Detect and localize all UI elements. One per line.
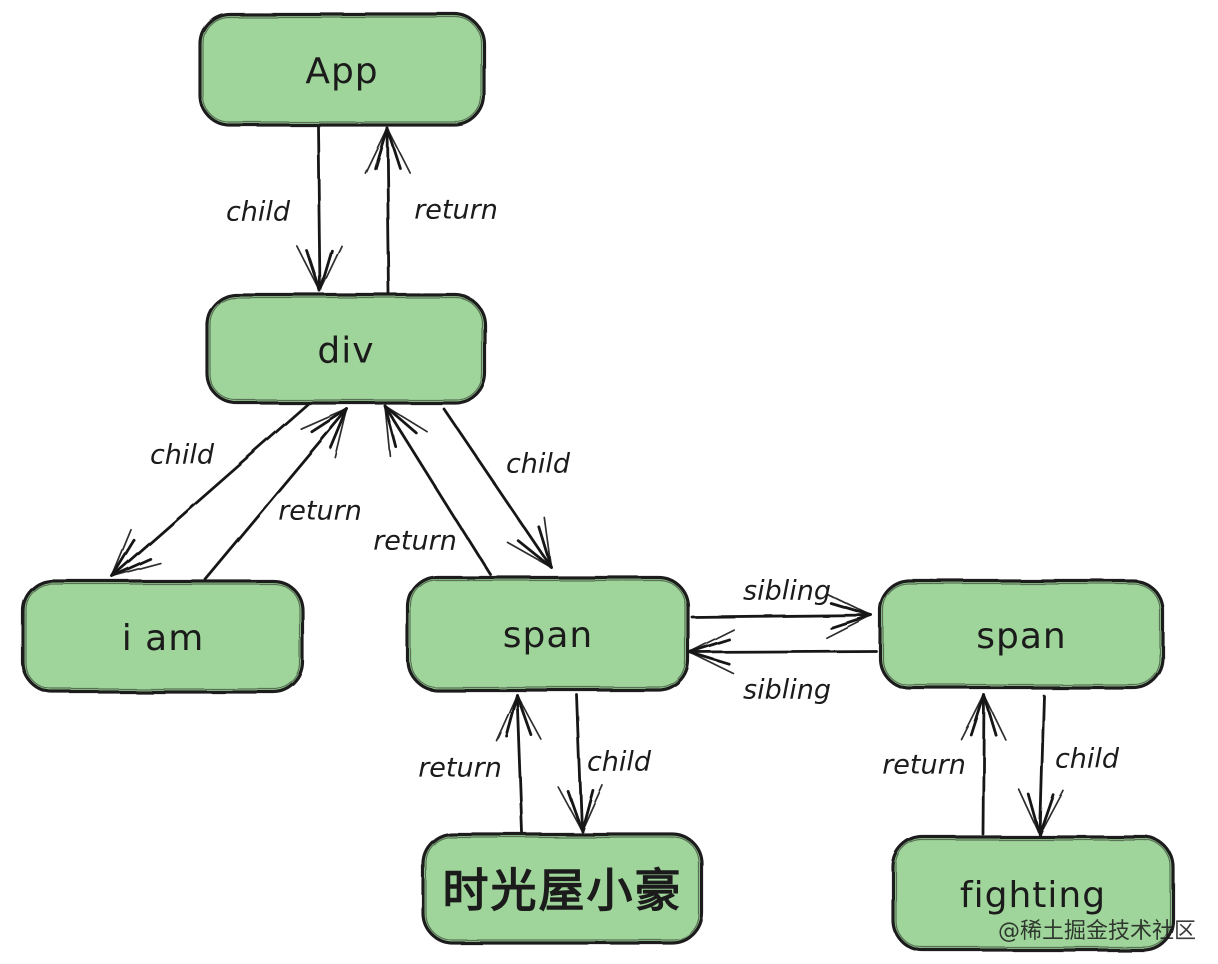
node-app xyxy=(198,12,486,127)
node-label-span-right: span xyxy=(976,616,1066,657)
edge-label-sibling-6: sibling xyxy=(743,576,831,607)
edge-label-return-8: return xyxy=(418,753,502,784)
edge-label-child-9: child xyxy=(587,747,652,778)
node-fighting xyxy=(891,835,1175,952)
edge-label-return-1: return xyxy=(414,195,498,226)
labels-layer: App div i am span span 时光屋小豪 fighting child retu… xyxy=(122,51,1120,918)
edge-app-child-div xyxy=(296,125,343,293)
edge-label-sibling-7: sibling xyxy=(743,675,831,706)
edge-span-right-child-fighting xyxy=(1018,694,1065,837)
node-span-right xyxy=(878,579,1165,690)
edge-span-left-child-shiguangwu xyxy=(557,693,604,833)
edge-i-am-return-div xyxy=(203,407,349,581)
edge-div-child-span-left xyxy=(442,407,553,569)
edge-span-right-sibling-span-left xyxy=(687,628,878,675)
node-label-div: div xyxy=(317,331,374,372)
node-label-fighting: fighting xyxy=(960,875,1106,916)
edge-span-left-return-div xyxy=(383,404,492,576)
node-label-app: App xyxy=(305,51,378,92)
watermark-text: @稀土掘金技术社区 xyxy=(998,919,1196,944)
edge-label-child-4: child xyxy=(506,449,571,480)
node-label-i-am: i am xyxy=(122,618,205,659)
node-span-left xyxy=(406,575,690,692)
edge-span-left-sibling-span-right xyxy=(690,592,873,639)
shapes-layer xyxy=(21,12,1175,952)
edge-label-return-10: return xyxy=(882,750,966,781)
edge-div-child-i-am xyxy=(110,402,310,578)
edge-label-return-5: return xyxy=(373,526,457,557)
node-i-am xyxy=(21,579,305,694)
edge-label-child-11: child xyxy=(1055,744,1120,775)
edge-div-return-app xyxy=(364,126,411,295)
node-div xyxy=(205,293,487,405)
edge-label-child-0: child xyxy=(226,197,291,228)
node-shiguangwu xyxy=(421,832,704,945)
edge-label-return-3: return xyxy=(278,496,362,527)
node-label-shiguangwu: 时光屋小豪 xyxy=(443,864,683,918)
edge-shiguangwu-return-span-left xyxy=(495,693,542,834)
edge-fighting-return-span-right xyxy=(960,693,1007,836)
node-label-span-left: span xyxy=(503,615,593,656)
edge-label-child-2: child xyxy=(150,440,215,471)
